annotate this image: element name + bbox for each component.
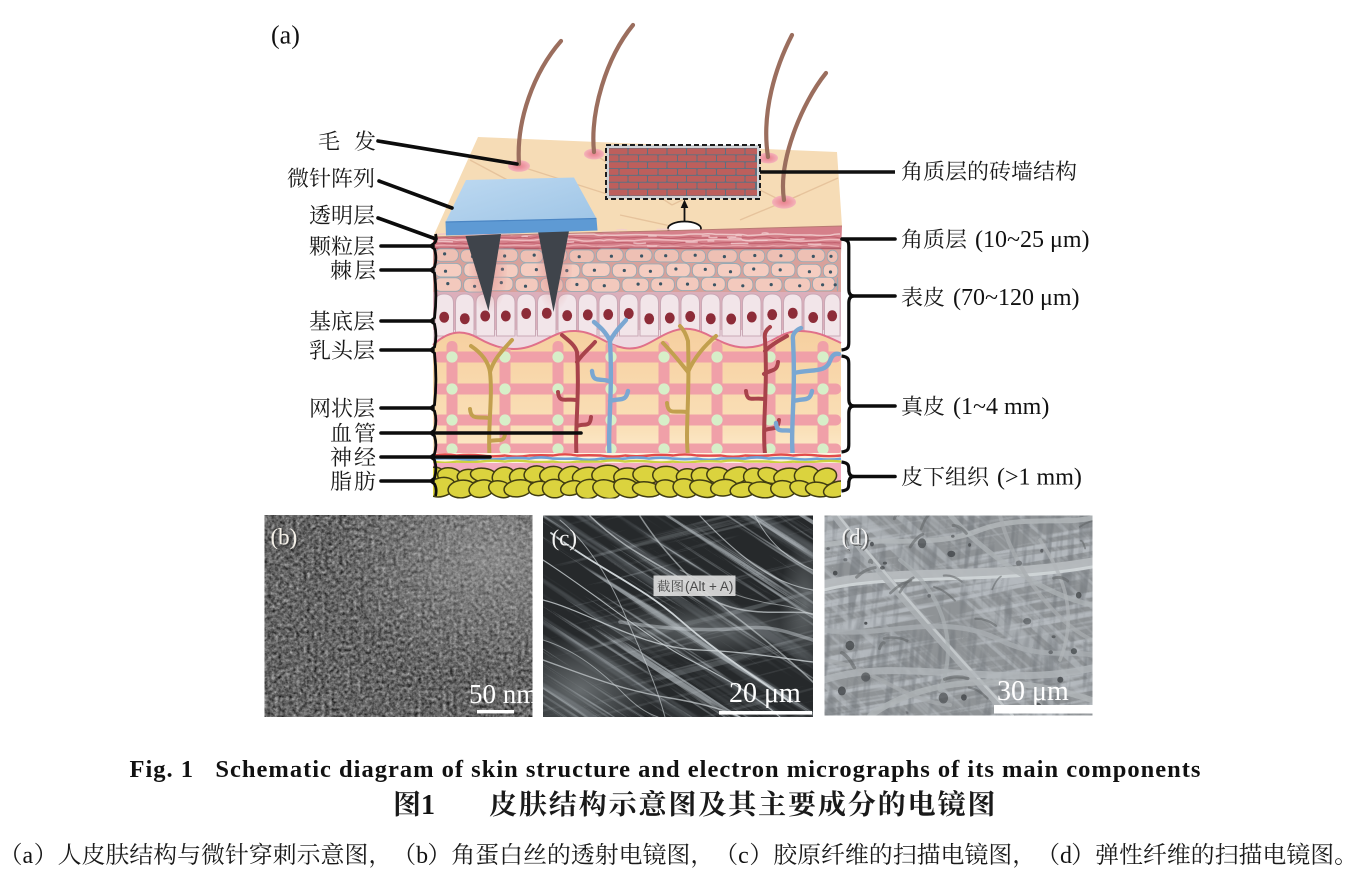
svg-text:(10~25 μm): (10~25 μm): [975, 227, 1090, 253]
svg-text:d: d: [1060, 843, 1072, 869]
svg-text:(d): (d): [842, 525, 869, 550]
svg-text:(b): (b): [271, 525, 298, 550]
svg-text:(c): (c): [553, 527, 579, 552]
svg-text:(a): (a): [271, 21, 300, 50]
svg-text:30 μm: 30 μm: [997, 676, 1069, 707]
svg-text:(d): (d): [843, 526, 870, 551]
svg-text:(>1 mm): (>1 mm): [997, 465, 1082, 491]
svg-text:b: b: [416, 843, 428, 869]
svg-text:50 nm: 50 nm: [469, 679, 537, 709]
svg-text:1: 1: [421, 790, 435, 821]
svg-text:a: a: [23, 843, 34, 869]
svg-text:(Alt + A): (Alt + A): [685, 579, 733, 594]
svg-text:Fig. 1 Schematic diagram of: Fig. 1 Schematic diagram of skin structu…: [130, 756, 1202, 783]
svg-text:20 μm: 20 μm: [729, 678, 801, 709]
svg-text:(1~4 mm): (1~4 mm): [953, 394, 1049, 420]
svg-text:(c): (c): [552, 526, 578, 551]
svg-text:c: c: [738, 843, 749, 869]
svg-text:(70~120 μm): (70~120 μm): [953, 285, 1080, 311]
svg-text:(b): (b): [272, 526, 299, 551]
